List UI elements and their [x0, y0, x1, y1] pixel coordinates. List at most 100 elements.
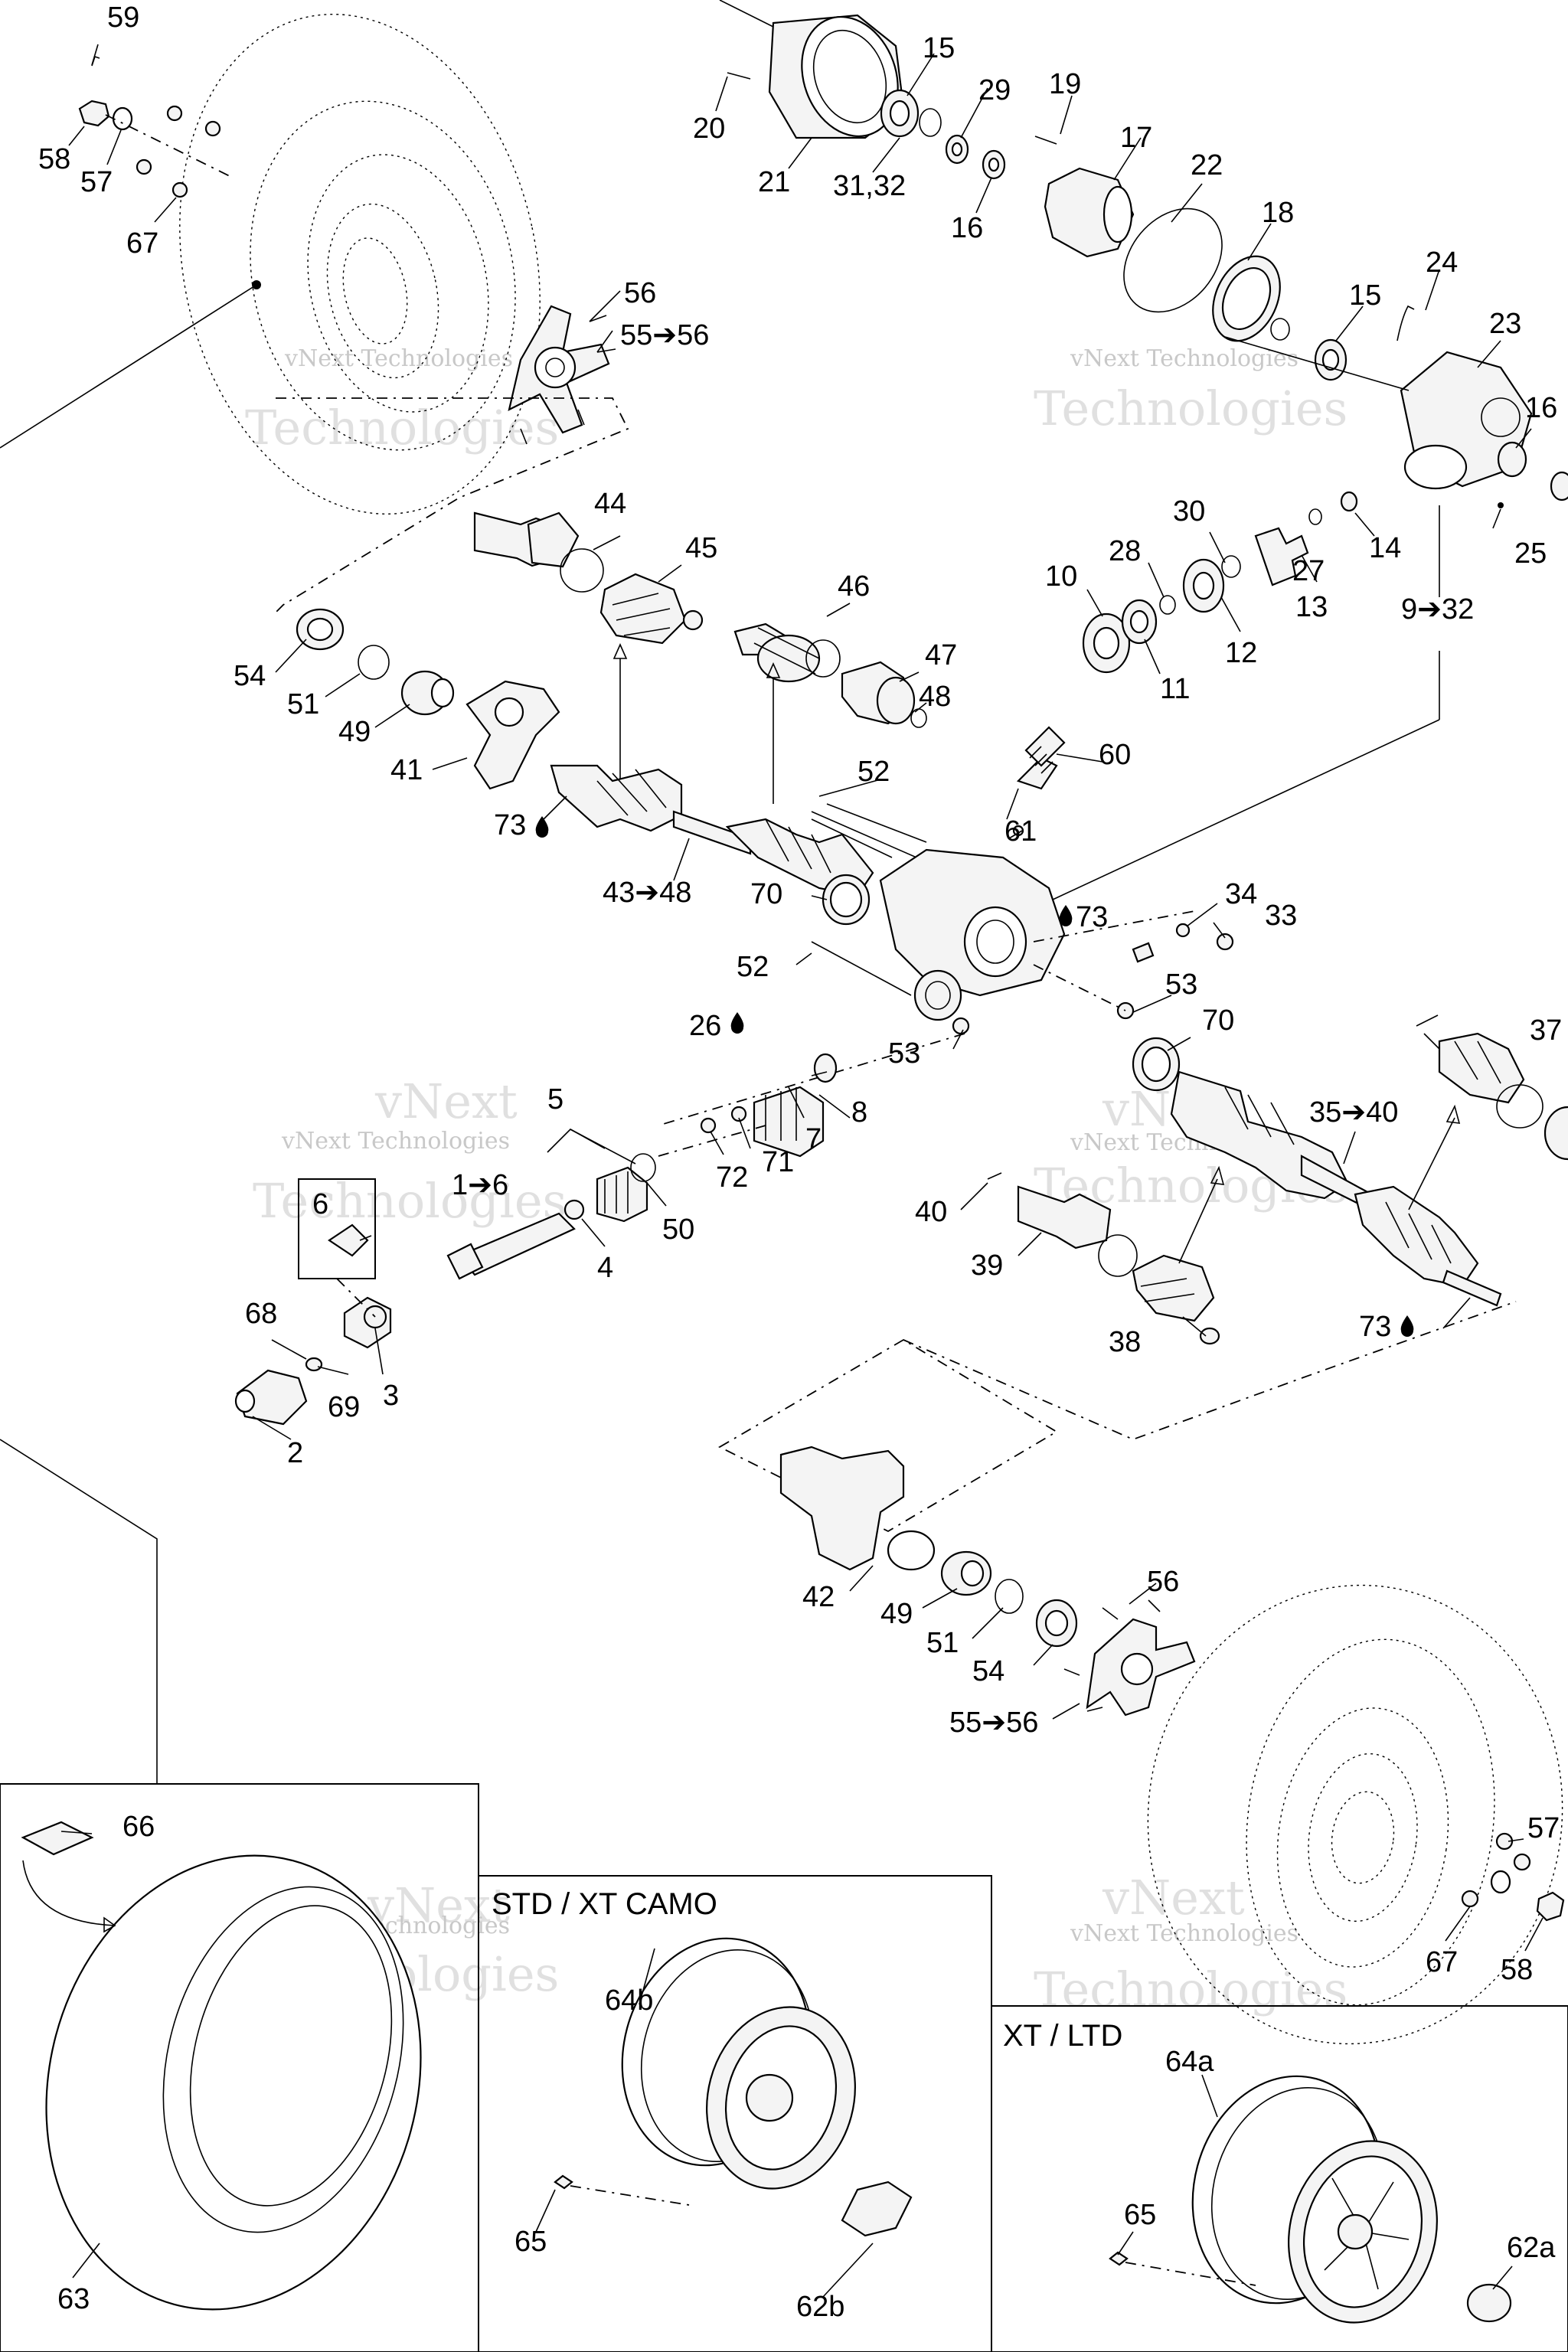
callout-49: 49 [880, 1598, 913, 1630]
callout-11: 11 [1160, 673, 1190, 705]
callout-29: 29 [978, 74, 1011, 106]
callout-50: 50 [662, 1214, 694, 1246]
callout-38: 38 [1109, 1326, 1141, 1358]
callout-21: 21 [758, 166, 790, 198]
callout-61: 61 [1004, 815, 1037, 848]
callout-8: 8 [851, 1096, 867, 1129]
callout-53: 53 [1165, 969, 1197, 1001]
callout-51: 51 [926, 1627, 959, 1659]
rear-right-tire-outline [1147, 1584, 1563, 2045]
front-left-tire-outline [0, 13, 541, 515]
callout-73: 73 [1359, 1311, 1391, 1343]
callout-67: 67 [1426, 1946, 1458, 1978]
callout-28: 28 [1109, 535, 1141, 567]
callout-51: 51 [287, 688, 319, 720]
callout-55-56: 55➔56 [620, 319, 709, 351]
callout-16: 16 [1525, 392, 1557, 424]
std-panel-title: STD / XT CAMO [492, 1887, 717, 1921]
callout-59: 59 [107, 2, 139, 34]
callout-46: 46 [838, 570, 870, 603]
rear-wheel-nut-set [1461, 1832, 1565, 1922]
left-cv-shaft [550, 764, 935, 926]
aluminum-rim-64a [1109, 2075, 1512, 2324]
callout-56: 56 [624, 277, 656, 309]
callout-12: 12 [1225, 637, 1257, 669]
dash-leader [275, 397, 629, 613]
callout-24: 24 [1426, 247, 1458, 279]
callout-15: 15 [1349, 279, 1381, 312]
xt-panel [991, 2005, 1568, 2352]
callout-53: 53 [888, 1037, 920, 1070]
right-knuckle-parts [718, 1301, 1517, 1717]
callout-43-48: 43➔48 [603, 877, 691, 909]
drop-icon [730, 1012, 744, 1034]
callout-39: 39 [971, 1250, 1003, 1282]
callout-57: 57 [80, 166, 113, 198]
watermarks: vNext Technologies Technologies vNext Te… [245, 345, 1348, 2017]
callout-64b: 64b [605, 1984, 653, 2017]
right-cv-shaft [1132, 1014, 1568, 1307]
callout-56: 56 [1147, 1566, 1179, 1598]
watermark-text: Technologies [1034, 1962, 1348, 2017]
watermark-text: Technologies [1034, 381, 1348, 436]
callout-4: 4 [597, 1252, 613, 1284]
callout-73: 73 [1076, 901, 1108, 933]
callout-26: 26 [689, 1010, 721, 1042]
callout-64a: 64a [1165, 2046, 1214, 2078]
callout-23: 23 [1489, 308, 1521, 340]
callout-42: 42 [802, 1581, 835, 1613]
callout-34: 34 [1225, 878, 1257, 910]
drop-icon [1400, 1315, 1414, 1337]
callout-31-32: 31,32 [833, 170, 906, 202]
callout-5: 5 [547, 1083, 564, 1116]
callout-35-40: 35➔40 [1309, 1096, 1398, 1129]
right-axle-inner-parts [987, 1165, 1225, 1345]
callout-leaders [60, 44, 1544, 2298]
xt-panel-title: XT / LTD [1003, 2019, 1122, 2053]
watermark-text: vNext Technologies [284, 345, 513, 372]
front-differential-housing [658, 726, 1234, 1126]
callout-20: 20 [693, 113, 725, 145]
drop-icon [535, 816, 549, 838]
callout-52: 52 [737, 951, 769, 983]
tire-assembly [21, 1821, 422, 2311]
callout-1-6: 1➔6 [452, 1169, 508, 1201]
callout-47: 47 [925, 639, 957, 671]
callout-62a: 62a [1507, 2232, 1556, 2264]
callout-41: 41 [390, 754, 423, 786]
callout-54: 54 [972, 1655, 1004, 1687]
callout-19: 19 [1049, 68, 1081, 100]
callout-69: 69 [328, 1391, 360, 1423]
callout-6: 6 [312, 1188, 328, 1220]
callout-15: 15 [923, 32, 955, 64]
callout-18: 18 [1262, 197, 1294, 229]
callout-60: 60 [1099, 739, 1131, 771]
callout-65: 65 [1124, 2199, 1156, 2231]
callout-49: 49 [338, 716, 371, 748]
callout-65: 65 [514, 2226, 547, 2258]
callout-57: 57 [1527, 1812, 1560, 1844]
callout-70: 70 [1202, 1004, 1234, 1037]
callout-52: 52 [858, 756, 890, 788]
callout-22: 22 [1191, 149, 1223, 181]
callout-73: 73 [494, 809, 526, 841]
callout-16: 16 [951, 212, 983, 244]
callout-2: 2 [287, 1437, 303, 1469]
wheel-hub-top [508, 305, 616, 445]
watermark-text: vNext [1102, 1870, 1245, 1926]
callout-3: 3 [383, 1380, 399, 1412]
callout-58: 58 [38, 143, 70, 175]
callout-44: 44 [594, 488, 626, 520]
callout-68: 68 [245, 1298, 277, 1330]
callout-27: 27 [1292, 555, 1325, 587]
callout-40: 40 [915, 1196, 947, 1228]
callout-48: 48 [919, 681, 951, 713]
watermark-text: vNext [367, 1877, 510, 1933]
callout-7: 7 [805, 1123, 822, 1155]
callout-45: 45 [685, 532, 717, 564]
callout-72: 72 [716, 1161, 748, 1194]
frame-line [0, 1439, 158, 1784]
watermark-text: Technologies [245, 400, 559, 456]
wheel-nut-set [78, 55, 230, 198]
